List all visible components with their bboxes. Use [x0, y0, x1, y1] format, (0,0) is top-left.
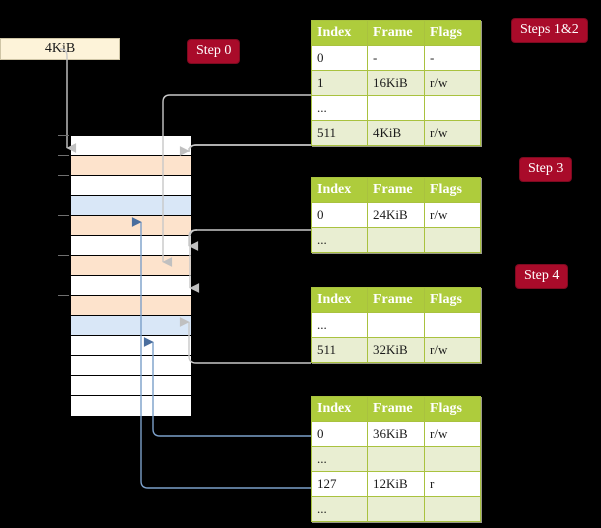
cell-frame: -	[367, 45, 425, 71]
cell-flags: r/w	[424, 70, 481, 96]
cell-frame: 12KiB	[367, 471, 425, 497]
cell-flags	[424, 227, 481, 253]
cell-index: 0	[311, 45, 368, 71]
cell-frame: 36KiB	[367, 421, 425, 447]
memory-scale-tick	[58, 295, 69, 296]
memory-frame-row	[71, 296, 191, 316]
column-header-frame: Frame	[367, 20, 425, 46]
column-header-flags: Flags	[424, 396, 481, 422]
cell-index: ...	[311, 312, 368, 338]
cell-frame	[367, 227, 425, 253]
memory-frame-row	[71, 276, 191, 296]
cell-index: ...	[311, 95, 368, 121]
cell-frame: 24KiB	[367, 202, 425, 228]
cell-frame	[367, 446, 425, 472]
column-header-flags: Flags	[424, 287, 481, 313]
cell-frame	[367, 312, 425, 338]
cell-index: ...	[311, 446, 368, 472]
memory-frame-row	[71, 396, 191, 416]
memory-frame-row	[71, 216, 191, 236]
table-row: ...	[311, 496, 481, 522]
cell-frame	[367, 496, 425, 522]
column-header-flags: Flags	[424, 177, 481, 203]
memory-scale-tick	[58, 175, 69, 176]
cell-frame: 16KiB	[367, 70, 425, 96]
badge-step-4: Step 4	[516, 265, 568, 288]
memory-frame-row	[71, 136, 191, 156]
memory-column-divider	[191, 136, 192, 414]
memory-scale-tick	[58, 255, 69, 256]
cell-index: 0	[311, 421, 368, 447]
column-header-frame: Frame	[367, 396, 425, 422]
cell-flags: r/w	[424, 421, 481, 447]
wire-step1-pml4-branch	[179, 144, 311, 156]
cell-flags	[424, 95, 481, 121]
column-header-index: Index	[311, 177, 368, 203]
physical-memory-column	[70, 135, 192, 416]
column-header-index: Index	[311, 287, 368, 313]
cell-index: 1	[311, 70, 368, 96]
memory-frame-row	[71, 376, 191, 396]
memory-frame-row	[71, 336, 191, 356]
table-row: ...	[311, 95, 481, 121]
cell-flags: r/w	[424, 337, 481, 363]
table-row: ...	[311, 227, 481, 253]
table-row: ...	[311, 312, 481, 338]
memory-frame-row	[71, 156, 191, 176]
cell-flags: r	[424, 471, 481, 497]
cell-frame: 4KiB	[367, 120, 425, 146]
cell-index: ...	[311, 496, 368, 522]
memory-scale-tick	[58, 215, 69, 216]
wire-step1-pml4-511-to-memory	[188, 144, 311, 153]
memory-frame-row	[71, 256, 191, 276]
cell-index: 511	[311, 337, 368, 363]
memory-frame-row	[71, 176, 191, 196]
wire-step3-pdp-0-to-memory	[188, 229, 311, 251]
wire-step0-vaddr-to-memory	[59, 48, 77, 153]
column-header-index: Index	[311, 396, 368, 422]
memory-frame-row	[71, 356, 191, 376]
cell-index: 511	[311, 120, 368, 146]
cell-flags	[424, 312, 481, 338]
cell-frame: 32KiB	[367, 337, 425, 363]
cell-flags	[424, 446, 481, 472]
badge-step-3: Step 3	[520, 158, 572, 181]
cell-index: 127	[311, 471, 368, 497]
wire-step4-pd-511-to-memory	[179, 317, 311, 364]
cell-index: ...	[311, 227, 368, 253]
memory-frame-row	[71, 236, 191, 256]
cell-flags	[424, 496, 481, 522]
memory-frame-row	[71, 196, 191, 216]
cell-index: 0	[311, 202, 368, 228]
virtual-address-box: 4KiB	[0, 38, 120, 60]
column-header-flags: Flags	[424, 20, 481, 46]
cell-flags: r/w	[424, 202, 481, 228]
table-row: ...	[311, 446, 481, 472]
badge-step-0: Step 0	[188, 40, 240, 63]
badge-steps-1-and-2: Steps 1&2	[512, 19, 587, 42]
memory-scale-tick	[58, 135, 69, 136]
memory-frame-row	[71, 316, 191, 336]
cell-frame	[367, 95, 425, 121]
column-header-frame: Frame	[367, 287, 425, 313]
cell-flags: -	[424, 45, 481, 71]
memory-scale-tick	[58, 155, 69, 156]
column-header-index: Index	[311, 20, 368, 46]
table-row: 0--	[311, 45, 481, 71]
cell-flags: r/w	[424, 120, 481, 146]
column-header-frame: Frame	[367, 177, 425, 203]
